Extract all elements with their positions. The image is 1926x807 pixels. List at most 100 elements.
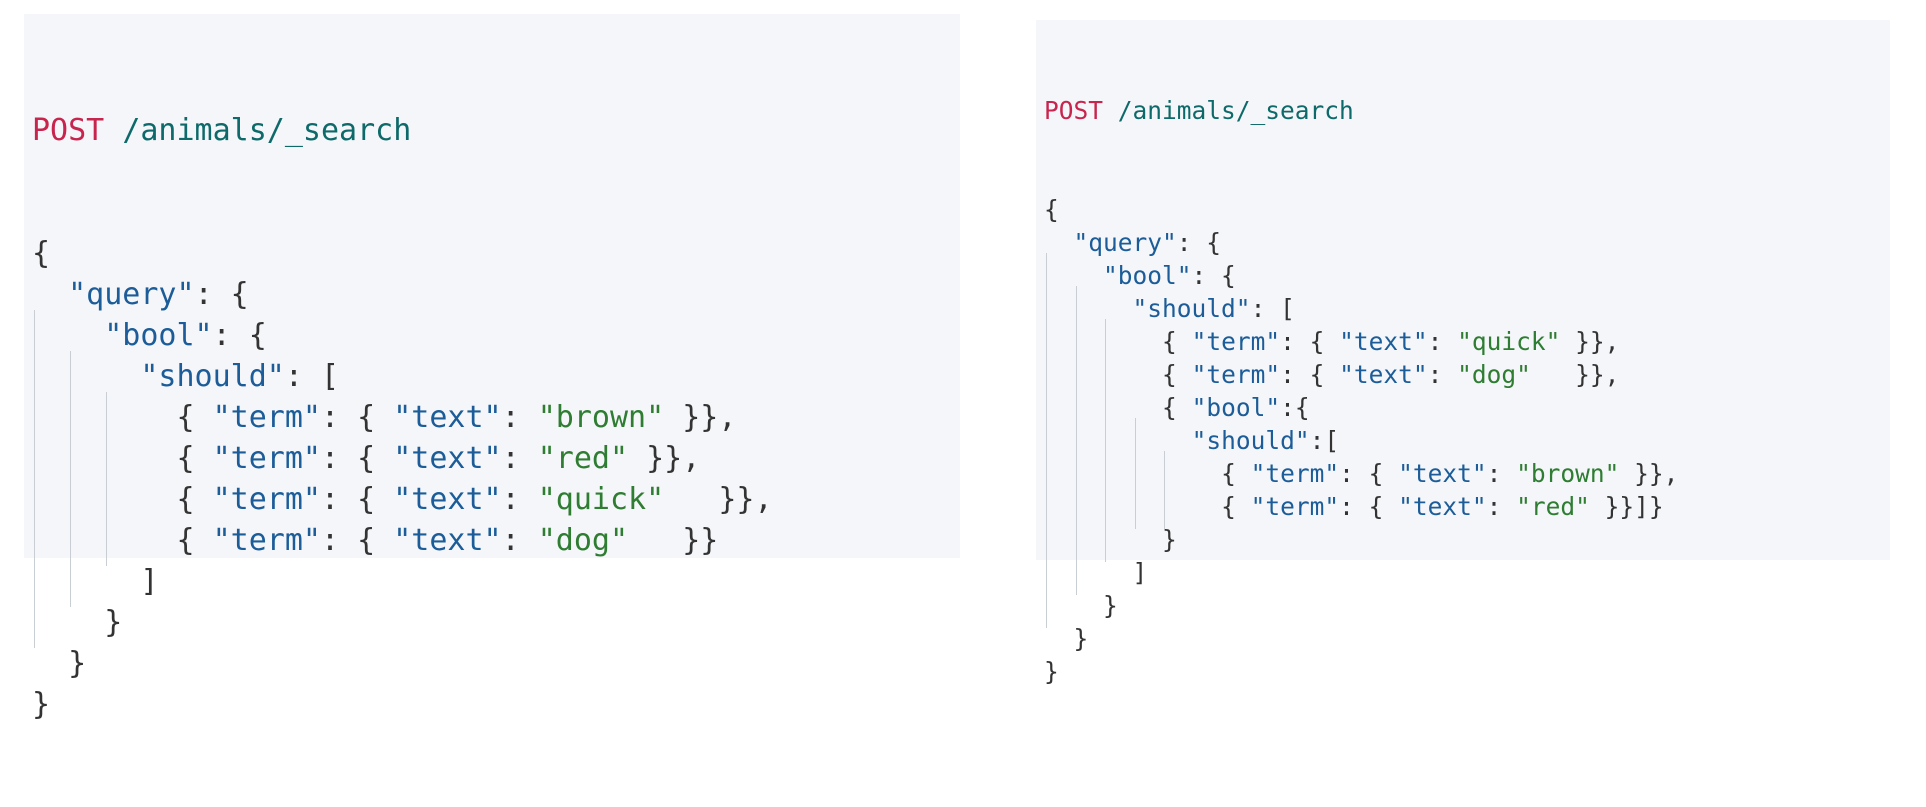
indent-guide <box>32 400 68 435</box>
code-token: "brown" <box>1516 459 1620 488</box>
code-line: { "term": { "text": "dog" }}, <box>1044 358 1678 391</box>
json-body: { "query": { "bool": { "should": [ { "te… <box>1044 193 1678 688</box>
code-token: : { <box>321 400 394 435</box>
indent-guide <box>1103 327 1133 356</box>
indent-guide <box>1074 525 1104 554</box>
indent-guide <box>1133 426 1163 455</box>
code-block-right[interactable]: POST /animals/_search { "query": { "bool… <box>1044 28 1678 754</box>
code-token: "text" <box>393 523 502 558</box>
indent-guide <box>68 482 104 517</box>
code-line: "should": [ <box>32 356 773 397</box>
indent-guide <box>1074 426 1104 455</box>
indent-guide <box>104 482 140 517</box>
code-token: "term" <box>212 523 321 558</box>
code-token: : { <box>321 523 394 558</box>
code-token: } <box>32 646 87 681</box>
indent-guide <box>1074 393 1104 422</box>
code-token: "query" <box>68 277 195 312</box>
code-token: }}, <box>1530 360 1620 389</box>
indent-guide <box>1074 294 1104 323</box>
code-panel-left: POST /animals/_search { "query": { "bool… <box>24 14 960 722</box>
code-line: } <box>1044 523 1678 556</box>
code-block-left[interactable]: POST /animals/_search { "query": { "bool… <box>32 28 773 807</box>
code-token: : [ <box>284 359 340 394</box>
code-line: { "bool":{ <box>1044 391 1678 424</box>
code-token: { <box>1132 360 1192 389</box>
indent-guide <box>1044 558 1074 587</box>
indent-guide <box>32 564 68 599</box>
request-line: POST /animals/_search <box>32 110 773 151</box>
code-token: { <box>1191 459 1251 488</box>
indent-guide <box>1074 459 1104 488</box>
indent-guide <box>1074 558 1104 587</box>
indent-guide <box>1133 492 1163 521</box>
code-token: { <box>1132 327 1192 356</box>
code-token: : <box>1486 459 1517 488</box>
request-path: /animals/_search <box>1117 96 1354 125</box>
code-line: { <box>1044 193 1678 226</box>
code-token: "dog" <box>1457 360 1531 389</box>
code-line: "should": [ <box>1044 292 1678 325</box>
code-token: ] <box>104 564 159 599</box>
code-token: : { <box>1191 261 1236 290</box>
indent-guide <box>32 482 68 517</box>
code-line: } <box>1044 622 1678 655</box>
code-token: "bool" <box>104 318 213 353</box>
code-token <box>1044 228 1074 257</box>
indent-guide <box>68 523 104 558</box>
indent-guide <box>1103 459 1133 488</box>
code-token: "term" <box>212 400 321 435</box>
code-token: } <box>32 687 51 722</box>
code-token: { <box>140 482 213 517</box>
code-token: : { <box>194 277 249 312</box>
code-token: "text" <box>1398 492 1487 521</box>
code-token: "bool" <box>1103 261 1192 290</box>
code-token: : <box>1427 360 1458 389</box>
code-token: } <box>1132 525 1177 554</box>
code-token: }} <box>628 523 719 558</box>
code-line: { "term": { "text": "red" }}, <box>32 438 773 479</box>
code-line: "should":[ <box>1044 424 1678 457</box>
code-token: : <box>1427 327 1458 356</box>
indent-guide <box>32 359 68 394</box>
code-token: : <box>1486 492 1517 521</box>
indent-guide <box>104 441 140 476</box>
code-token: "text" <box>1339 360 1428 389</box>
code-token: : { <box>212 318 267 353</box>
code-token: "term" <box>1250 459 1340 488</box>
code-token: } <box>1073 591 1118 620</box>
indent-guide <box>1133 459 1163 488</box>
code-token: : <box>501 441 538 476</box>
code-line: "query": { <box>32 274 773 315</box>
code-token: { <box>140 523 213 558</box>
code-line: { "term": { "text": "quick" }}, <box>32 479 773 520</box>
code-token: "text" <box>393 441 502 476</box>
http-method: POST <box>32 113 105 148</box>
indent-guide <box>1103 393 1133 422</box>
indent-guide <box>1044 393 1074 422</box>
code-line: ] <box>1044 556 1678 589</box>
code-line: } <box>1044 655 1678 688</box>
code-token <box>32 277 68 312</box>
code-token: "brown" <box>537 400 665 435</box>
code-token: "text" <box>1398 459 1487 488</box>
code-token: "text" <box>393 482 502 517</box>
code-token <box>1074 261 1104 290</box>
code-token: } <box>68 605 123 640</box>
code-token: { <box>1191 492 1251 521</box>
code-token: ] <box>1103 558 1148 587</box>
indent-guide <box>1044 591 1074 620</box>
code-line: { "term": { "text": "dog" }} <box>32 520 773 561</box>
code-line: "query": { <box>1044 226 1678 259</box>
code-token: : { <box>1280 360 1340 389</box>
code-token: "term" <box>1191 327 1281 356</box>
code-line: { "term": { "text": "red" }}]} <box>1044 490 1678 523</box>
code-token <box>104 359 140 394</box>
code-token: : { <box>1280 327 1340 356</box>
code-token: "term" <box>1250 492 1340 521</box>
code-token: "text" <box>393 400 502 435</box>
code-token: { <box>32 236 51 271</box>
code-token: }}, <box>664 482 773 517</box>
indent-guide <box>32 523 68 558</box>
indent-guide <box>1103 360 1133 389</box>
